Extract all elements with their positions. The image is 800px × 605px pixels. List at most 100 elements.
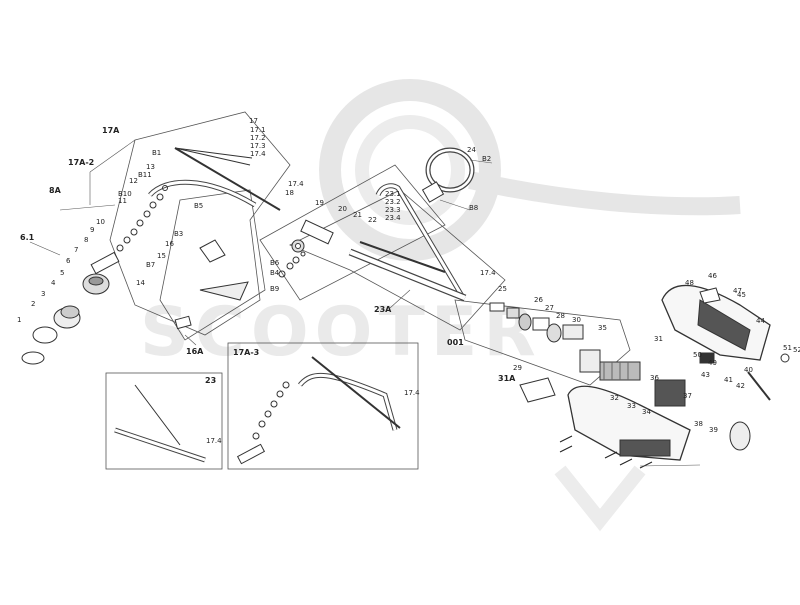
part-B9: B9 [270, 285, 279, 293]
outline-23A [289, 189, 506, 331]
part-labels: 1 2 3 4 5 6 7 8 9 10 11 12 13 14 15 16 1… [17, 117, 800, 445]
guard-15 [199, 281, 249, 301]
part-17: 17 [249, 117, 258, 125]
part-49: 49 [708, 359, 717, 367]
sub-17.2: 17.2 [250, 134, 266, 142]
part-44: 44 [756, 317, 765, 325]
part-40: 40 [744, 366, 753, 374]
ref-17.4-b: 17.4 [480, 269, 496, 277]
part-43: 43 [701, 371, 710, 379]
sub-23.3: 23.3 [385, 206, 401, 214]
part-15: 15 [157, 252, 166, 260]
motor-armature-35 [579, 349, 686, 407]
part-28: 28 [556, 312, 565, 320]
part-34: 34 [642, 408, 651, 416]
part-1: 1 [17, 316, 21, 324]
label-31A: 31A [498, 374, 516, 383]
part-16: 16 [165, 240, 174, 248]
part-45: 45 [737, 291, 746, 299]
part-12: 12 [129, 177, 138, 185]
part-9: 9 [90, 226, 94, 234]
label-16A: 16A [186, 347, 204, 356]
sub-17.3: 17.3 [250, 142, 266, 150]
part-48: 48 [685, 279, 694, 287]
part-11: 11 [118, 197, 127, 205]
label-6.1: 6.1 [20, 233, 35, 242]
part-33: 33 [627, 402, 636, 410]
part-19: 19 [315, 199, 324, 207]
part-B10: B10 [118, 190, 132, 198]
housing-grip [619, 439, 671, 457]
part-29: 29 [513, 364, 522, 372]
leader-lines [29, 139, 701, 467]
part-31: 31 [654, 335, 663, 343]
part-47: 47 [733, 287, 742, 295]
part-32: 32 [610, 394, 619, 402]
part-21: 21 [353, 211, 362, 219]
ref-17.4-c: 17.4 [206, 437, 222, 445]
part-52: 52 [793, 346, 800, 354]
ref-17.4-d: 17.4 [404, 389, 420, 397]
sub-17.1: 17.1 [250, 126, 266, 134]
label-17A-3: 17A-3 [233, 348, 259, 357]
label-17A: 17A [102, 126, 120, 135]
guard-blade-14 [174, 315, 192, 330]
part-25: 25 [498, 285, 507, 293]
part-51: 51 [783, 344, 792, 352]
part-36: 36 [650, 374, 659, 382]
sub-23.2: 23.2 [385, 198, 401, 206]
sub-17.4: 17.4 [250, 150, 266, 158]
parts [21, 147, 790, 469]
part-24: 24 [467, 146, 476, 154]
box-23 [105, 372, 223, 470]
part-27: 27 [545, 304, 554, 312]
part-26: 26 [534, 296, 543, 304]
fastener-column-8A [90, 185, 168, 275]
part-50: 50 [693, 351, 702, 359]
part-5: 5 [60, 269, 64, 277]
box-17A-3 [227, 342, 419, 470]
trimmer-head-6.1 [21, 273, 110, 365]
part-B3: B3 [174, 230, 183, 238]
watermark: SCOOTER [140, 79, 741, 532]
label-23A: 23A [374, 305, 392, 314]
part-30: 30 [572, 316, 581, 324]
part-B5: B5 [194, 202, 203, 210]
end-cap [729, 421, 751, 451]
rod-17 [174, 147, 281, 211]
sleeve-19 [300, 219, 334, 245]
part-10: 10 [96, 218, 105, 226]
part-4: 4 [51, 279, 56, 287]
part-B4: B4 [270, 269, 280, 277]
part-B2: B2 [482, 155, 491, 163]
part-B6: B6 [270, 259, 280, 267]
sub-23.4: 23.4 [385, 214, 401, 222]
part-3: 3 [41, 290, 45, 298]
part-8: 8 [84, 236, 88, 244]
part-37: 37 [683, 392, 692, 400]
watermark-text: SCOOTER [140, 293, 542, 372]
switch-31A [519, 377, 556, 403]
part-2: 2 [31, 300, 35, 308]
label-001: 001 [447, 338, 464, 347]
part-39: 39 [709, 426, 718, 434]
part-13: 13 [146, 163, 155, 171]
label-17A-2: 17A-2 [68, 158, 94, 167]
outline-16A [159, 189, 266, 341]
sub-23.1: 23.1 [385, 190, 401, 198]
part-B1: B1 [152, 149, 161, 157]
part-B8: B8 [469, 204, 478, 212]
part-B11: B11 [138, 171, 152, 179]
part-35: 35 [598, 324, 607, 332]
group-titles: 17A 17A-2 8A 6.1 16A 17A-3 23 23A 001 31… [20, 126, 516, 385]
part-18: 18 [285, 189, 294, 197]
part-14: 14 [136, 279, 145, 287]
part-6: 6 [66, 257, 71, 265]
part-46: 46 [708, 272, 717, 280]
label-8A: 8A [49, 186, 62, 195]
part-38: 38 [694, 420, 703, 428]
part-41: 41 [724, 376, 733, 384]
gearbox-parts [489, 302, 584, 343]
